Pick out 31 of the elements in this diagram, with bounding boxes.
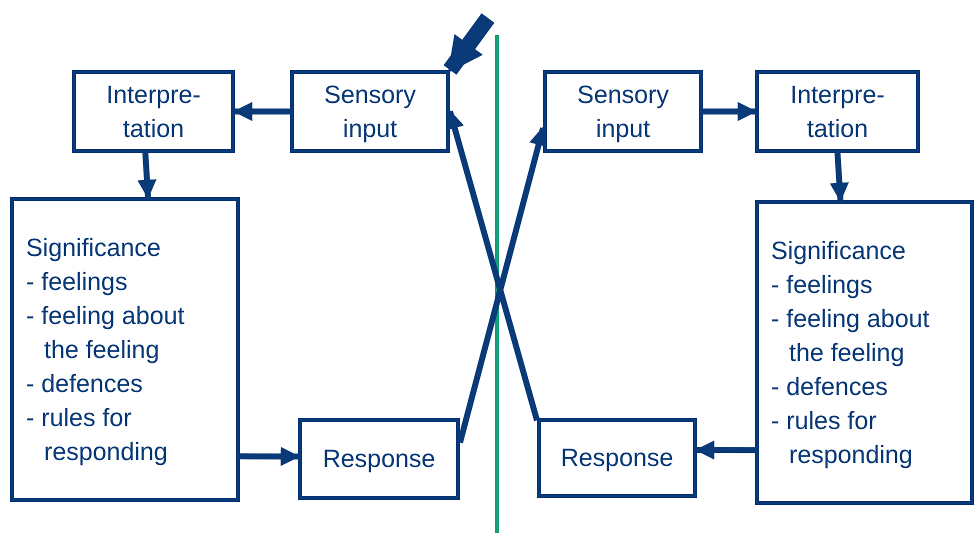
arrow (703, 102, 757, 122)
box-heading: Significance (26, 232, 162, 264)
process-box (298, 418, 460, 500)
process-box (755, 70, 920, 153)
list-item: - feelings (771, 270, 874, 300)
process-box (290, 70, 450, 153)
box-label: Response (560, 443, 674, 474)
arrow (444, 13, 494, 75)
list-item: - feeling about the feeling (771, 304, 930, 368)
box-heading: Significance (771, 236, 907, 266)
arrow (240, 446, 300, 466)
list-item: - defences (26, 368, 144, 400)
process-box (543, 70, 703, 153)
box-label: Interpre- tation (789, 80, 886, 144)
list-item: - feeling about the feeling (26, 300, 186, 366)
list-box (755, 200, 974, 505)
box-label: Response (322, 444, 436, 475)
list-item: - feelings (26, 266, 128, 298)
arrow (695, 440, 756, 460)
process-box (72, 70, 235, 153)
list-item: - defences (771, 372, 889, 402)
list-item: - rules for responding (771, 406, 914, 470)
arrow (830, 152, 849, 202)
list-item: - rules for responding (26, 402, 169, 468)
box-label: Sensory input (323, 80, 417, 144)
arrow (137, 152, 157, 199)
box-label: Interpre- tation (105, 80, 202, 144)
list-box (10, 197, 240, 502)
box-label: Sensory input (576, 80, 670, 144)
arrow (233, 102, 290, 122)
process-box (537, 418, 697, 498)
